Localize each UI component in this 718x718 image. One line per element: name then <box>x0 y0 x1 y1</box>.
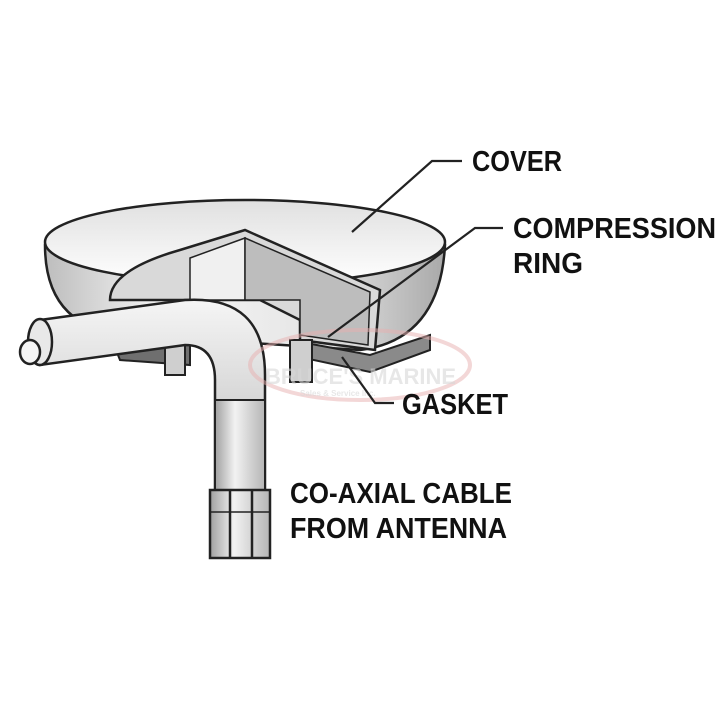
label-gasket: GASKET <box>402 389 508 421</box>
svg-text:BRUCE'S MARINE: BRUCE'S MARINE <box>265 364 456 389</box>
svg-text:Sales & Service Inc.: Sales & Service Inc. <box>300 389 376 398</box>
leader-lines <box>327 159 503 405</box>
watermark-logo: BRUCE'S MARINE Sales & Service Inc. <box>248 328 472 402</box>
label-compression-ring-line1: COMPRESSION <box>513 213 716 245</box>
label-cable-line1: CO-AXIAL CABLE <box>290 478 512 510</box>
label-cable-line2: FROM ANTENNA <box>290 513 507 545</box>
label-cover: COVER <box>472 146 562 178</box>
coaxial-cable <box>18 298 272 560</box>
label-compression-ring-line2: RING <box>513 248 583 280</box>
connector-nut <box>208 488 272 560</box>
